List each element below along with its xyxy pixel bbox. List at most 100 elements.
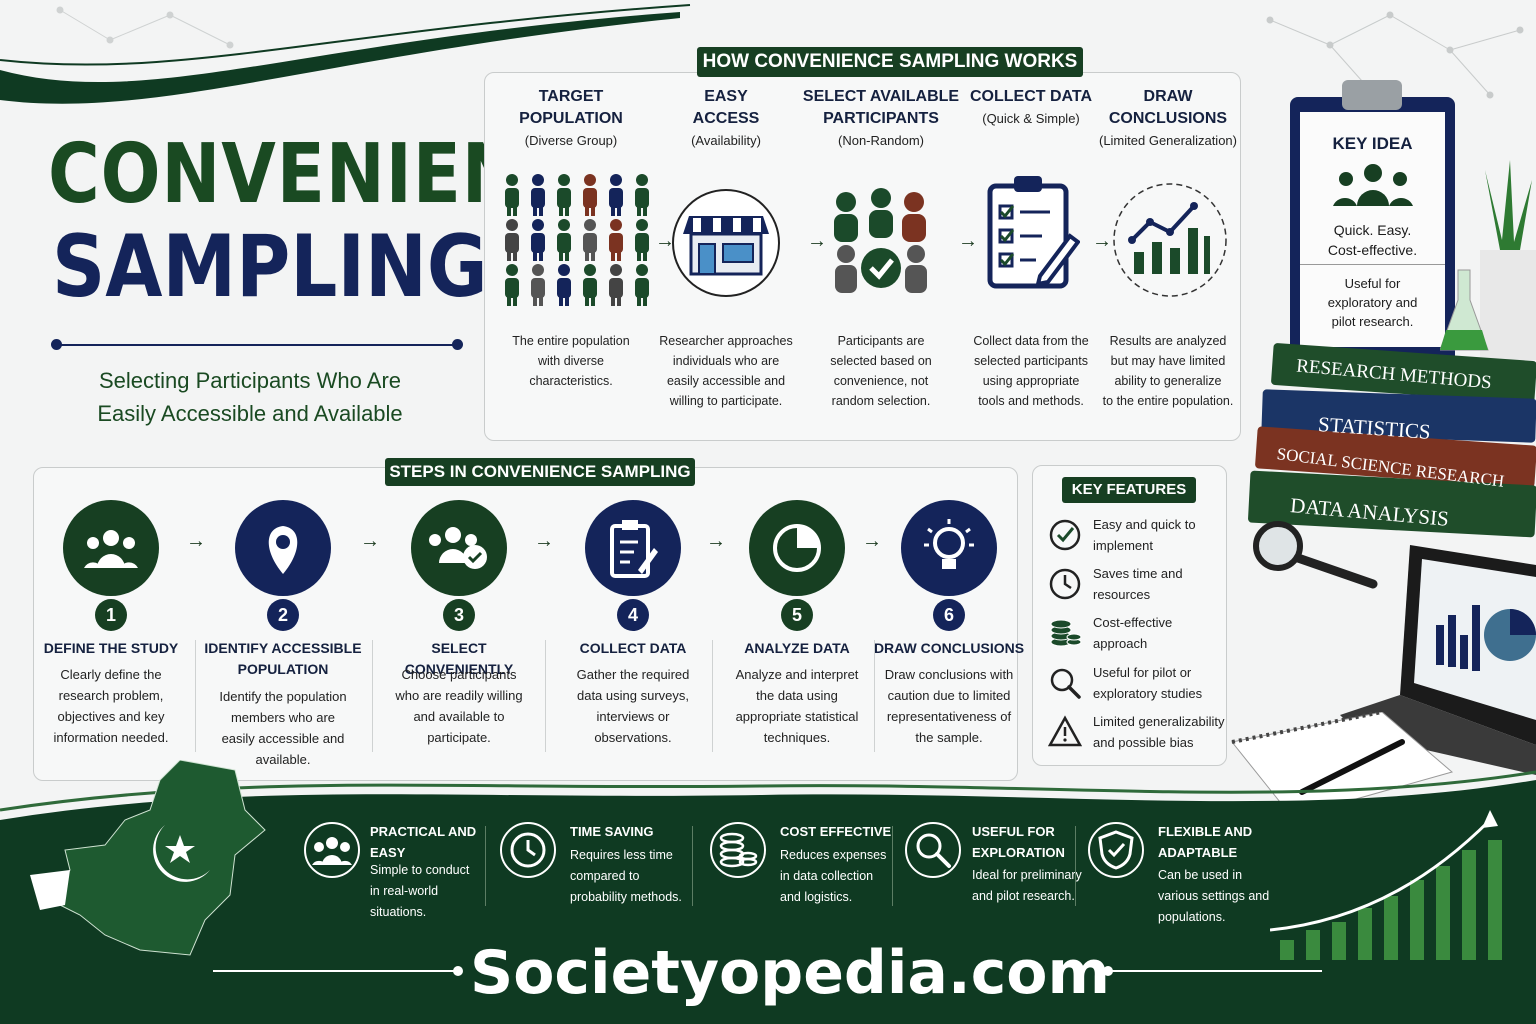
key-idea-text: Quick. Easy. Cost-effective. — [1300, 220, 1445, 260]
step-1-title: DEFINE THE STUDY — [31, 638, 191, 659]
desc-line: caution due to limited — [887, 688, 1011, 703]
feature-l2: and possible bias — [1093, 735, 1194, 750]
how-step-title: EASY — [704, 88, 748, 105]
step-number: 1 — [95, 599, 127, 631]
benefit-t2: EXPLORATION — [972, 845, 1065, 860]
benefit-desc-line: and logistics. — [780, 890, 853, 904]
benefit-divider — [892, 826, 893, 906]
site-dot-left — [453, 966, 463, 976]
desc-line: members who are — [230, 710, 336, 725]
group-icon — [63, 500, 159, 596]
desc-line: ability to generalize — [1114, 374, 1222, 388]
key-idea-d1: Useful for — [1344, 276, 1401, 291]
step-divider — [372, 640, 373, 752]
feature-icon-wrap — [1047, 715, 1083, 749]
desc-line: easily accessible and — [666, 374, 786, 388]
desc-line: individuals who are — [672, 354, 780, 368]
benefit-desc-line: in data collection — [780, 869, 874, 883]
feature-l1: Useful for pilot or — [1093, 665, 1192, 680]
step-number: 5 — [781, 599, 813, 631]
benefit-divider — [485, 826, 486, 906]
desc-line: Gather the required — [576, 667, 690, 682]
desc-line: random selection. — [831, 394, 931, 408]
benefit-desc-line: various settings and — [1158, 889, 1270, 903]
benefit-coins-icon — [710, 822, 766, 878]
benefit-desc-line: Can be used in — [1158, 868, 1243, 882]
step-number: 4 — [617, 599, 649, 631]
clock-icon — [1049, 568, 1081, 600]
divider-dot — [452, 339, 463, 350]
title-divider — [55, 344, 459, 346]
desc-line: but may have limited — [1110, 354, 1226, 368]
step-title-l1: COLLECT DATA — [579, 640, 687, 656]
clipboard-checklist-icon — [987, 176, 1081, 289]
desc-line: the data using — [756, 688, 838, 703]
how-step-title: DRAW — [1143, 88, 1193, 105]
benefit-t1: TIME SAVING — [570, 824, 654, 839]
how-step-1-icon — [500, 170, 650, 315]
how-step-sub: (Limited Generalization) — [1098, 133, 1237, 148]
desc-line: with diverse — [538, 354, 604, 368]
benefit-group-icon — [304, 822, 360, 878]
step-3-title: SELECT CONVENIENTLY — [379, 638, 539, 680]
benefit-t1: PRACTICAL AND — [370, 824, 477, 839]
desc-line: Identify the population — [219, 689, 347, 704]
desc-line: tools and methods. — [978, 394, 1084, 408]
step-6-title: DRAW CONCLUSIONS — [869, 638, 1029, 659]
desc-line: Results are analyzed — [1109, 334, 1227, 348]
location-pin-icon — [235, 500, 331, 596]
magnifier-decoration — [1253, 521, 1378, 589]
desc-line: participate. — [427, 730, 491, 745]
desc-line: Draw conclusions with — [884, 667, 1014, 682]
benefit-desc-line: populations. — [1158, 910, 1226, 924]
step-title-l1: SELECT CONVENIENTLY — [404, 640, 514, 677]
step-title-l1: ANALYZE DATA — [744, 640, 850, 656]
benefit-magnifier-icon — [905, 822, 961, 878]
top-swoosh — [0, 4, 691, 104]
step-number: 6 — [933, 599, 965, 631]
how-step-title: SELECT AVAILABLE — [802, 88, 960, 105]
warning-icon — [1047, 715, 1083, 747]
key-idea-l2: Cost-effective. — [1327, 242, 1418, 258]
benefit-desc-line: and pilot research. — [972, 889, 1075, 903]
key-idea-title: KEY IDEA — [1332, 134, 1413, 153]
feature-icon-wrap — [1048, 567, 1082, 601]
conclusions-chart-icon — [1113, 183, 1227, 297]
site-name[interactable]: Societyopedia.com — [470, 938, 1111, 1008]
benefit-divider — [1075, 826, 1076, 906]
step-number: 2 — [267, 599, 299, 631]
lightbulb-icon — [901, 500, 997, 596]
how-step-4-icon — [980, 172, 1081, 297]
feature-l2: exploratory studies — [1093, 686, 1203, 701]
flow-arrow: → — [360, 530, 380, 552]
desc-line: available. — [255, 752, 311, 767]
steps-card — [33, 467, 1018, 781]
how-step-title-2: ACCESS — [692, 110, 760, 127]
feature-icon-wrap — [1048, 518, 1082, 552]
desc-line: Participants are — [837, 334, 925, 348]
how-step-title-2: CONCLUSIONS — [1108, 110, 1228, 127]
how-step-title: TARGET — [538, 88, 604, 105]
desc-line: Analyze and interpret — [735, 667, 859, 682]
feature-l1: Easy and quick to — [1093, 517, 1196, 532]
feature-l1: Limited generalizability — [1093, 714, 1225, 729]
step-divider — [545, 640, 546, 752]
benefit-desc-line: in real-world — [370, 884, 439, 898]
flow-arrow: → — [1092, 230, 1112, 252]
benefit-title: TIME SAVING — [570, 821, 690, 842]
step-title-l1: DEFINE THE STUDY — [43, 640, 179, 656]
laptop-decoration — [1340, 545, 1536, 775]
group-icon — [1333, 164, 1413, 206]
plant-flask-decoration — [1440, 160, 1536, 360]
how-step-3-icon — [826, 188, 936, 303]
